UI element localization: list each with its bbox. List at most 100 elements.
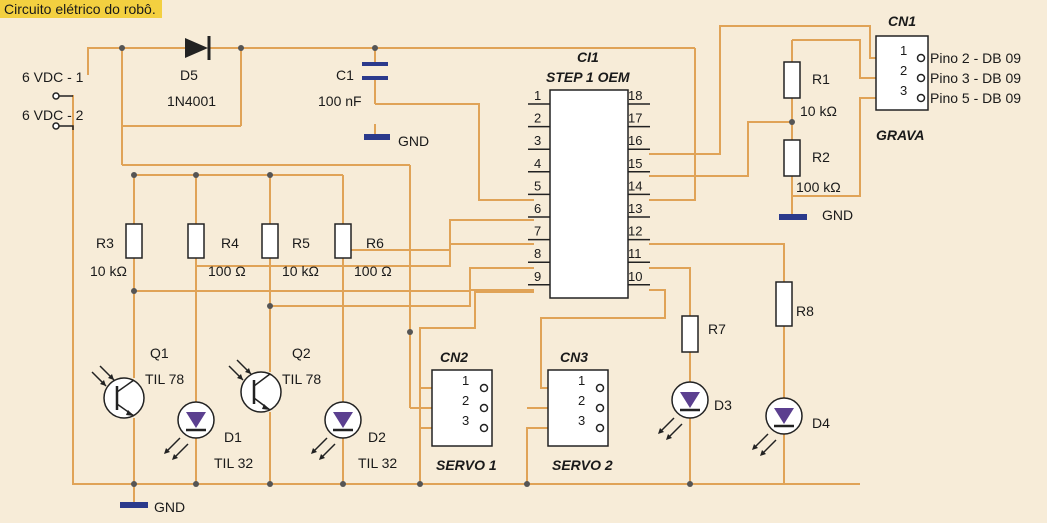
q1-part: TIL 78: [145, 371, 184, 387]
ic-pin-number: 17: [628, 111, 642, 126]
resistor-r3: R3 10 kΩ: [90, 223, 143, 279]
gnd-label-main: GND: [154, 499, 185, 515]
ic-pin-number: 11: [628, 246, 642, 261]
cn2-pin-hole: [479, 423, 489, 433]
cn2-pin-hole: [479, 383, 489, 393]
d3-ref: D3: [714, 397, 732, 413]
r8-ref: R8: [796, 303, 814, 319]
cn2-pin-number: 1: [462, 373, 469, 388]
cn3-pin-number: 2: [578, 393, 585, 408]
cn2-pin-group: 123: [462, 373, 489, 433]
resistor-r8: R8: [775, 281, 814, 327]
ic-pin-number: 9: [534, 269, 541, 284]
ic-pin-number: 14: [628, 178, 642, 193]
ic-pin-number: 18: [628, 88, 642, 103]
cn3-pin-hole: [595, 423, 605, 433]
led-d3: D3: [658, 381, 732, 440]
r2-value: 100 kΩ: [796, 179, 841, 195]
ic-ci1: CI1 STEP 1 OEM 1234567891817161514131211…: [528, 49, 650, 299]
cn1-pin-number: 1: [900, 43, 907, 58]
junction-dots: [119, 45, 795, 487]
cn1-pin-desc: Pino 3 - DB 09: [930, 70, 1021, 86]
power-input-1: 6 VDC - 1: [22, 69, 84, 100]
ic-pin-number: 15: [628, 156, 642, 171]
ic-pin-number: 16: [628, 133, 642, 148]
led-d1: D1 TIL 32: [164, 401, 253, 471]
r5-ref: R5: [292, 235, 310, 251]
d5-ref: D5: [180, 67, 198, 83]
cn2-ref: CN2: [440, 349, 468, 365]
gnd-label-r2: GND: [822, 207, 853, 223]
wires: [72, 25, 906, 504]
cn3-pin-hole: [595, 403, 605, 413]
ic-name: STEP 1 OEM: [546, 69, 630, 85]
d1-ref: D1: [224, 429, 242, 445]
ic-pin-number: 6: [534, 201, 541, 216]
phototransistor-q1: Q1 TIL 78: [91, 345, 184, 419]
cn3-pin-number: 1: [578, 373, 585, 388]
q2-part: TIL 78: [282, 371, 321, 387]
cn1-pin-number: 3: [900, 83, 907, 98]
ic-pin-number: 12: [628, 224, 642, 239]
resistor-r2: R2 100 kΩ GND: [779, 139, 853, 223]
ic-pin-number: 1: [534, 88, 541, 103]
ic-pin-number: 3: [534, 133, 541, 148]
resistor-r5: R5 10 kΩ: [261, 223, 319, 279]
cn1-label: GRAVA: [876, 127, 924, 143]
ic-ref: CI1: [577, 49, 599, 65]
r6-value: 100 Ω: [354, 263, 392, 279]
led-d2: D2 TIL 32: [311, 401, 397, 471]
c1-value: 100 nF: [318, 93, 362, 109]
ic-pin-number: 2: [534, 111, 541, 126]
r4-value: 100 Ω: [208, 263, 246, 279]
ic-pin-number: 4: [534, 156, 541, 171]
cn2-label: SERVO 1: [436, 457, 497, 473]
q2-ref: Q2: [292, 345, 311, 361]
ground-main: GND: [120, 499, 185, 515]
cn3-pin-number: 3: [578, 413, 585, 428]
figure-caption: Circuito elétrico do robô.: [0, 0, 162, 18]
vdc2-label: 6 VDC - 2: [22, 107, 84, 123]
connector-cn2: CN2 123 SERVO 1: [431, 349, 497, 473]
cn3-label: SERVO 2: [552, 457, 613, 473]
cn3-pin-group: 1 2 3: [578, 373, 605, 433]
ic-pin-number: 8: [534, 246, 541, 261]
cn2-pin-hole: [479, 403, 489, 413]
resistor-r6: R6 100 Ω: [334, 223, 392, 279]
resistor-r7: R7: [681, 315, 726, 353]
d1-part: TIL 32: [214, 455, 253, 471]
phototransistor-q2: Q2 TIL 78: [228, 345, 321, 413]
cn1-pin-hole: [916, 73, 926, 83]
r2-ref: R2: [812, 149, 830, 165]
cn2-pin-number: 3: [462, 413, 469, 428]
r7-ref: R7: [708, 321, 726, 337]
led-d4: D4: [752, 397, 830, 456]
d2-part: TIL 32: [358, 455, 397, 471]
cn1-pin-desc: Pino 5 - DB 09: [930, 90, 1021, 106]
vdc1-label: 6 VDC - 1: [22, 69, 84, 85]
ic-pin-number: 5: [534, 178, 541, 193]
q1-ref: Q1: [150, 345, 169, 361]
d2-ref: D2: [368, 429, 386, 445]
ic-pin-number: 7: [534, 224, 541, 239]
connector-cn3: CN3 123 SERVO 2: [547, 349, 613, 473]
cn1-pin-hole: [916, 53, 926, 63]
cn1-ref: CN1: [888, 13, 916, 29]
r3-value: 10 kΩ: [90, 263, 127, 279]
r4-ref: R4: [221, 235, 239, 251]
c1-ref: C1: [336, 67, 354, 83]
gnd-label-c1: GND: [398, 133, 429, 149]
capacitor-c1: C1 100 nF GND: [318, 62, 429, 149]
cn1-pin-number: 2: [900, 63, 907, 78]
r1-value: 10 kΩ: [800, 103, 837, 119]
r3-ref: R3: [96, 235, 114, 251]
resistor-r1: R1 10 kΩ: [783, 61, 837, 119]
r1-ref: R1: [812, 71, 830, 87]
resistor-r4: R4 100 Ω: [187, 223, 246, 279]
d5-part: 1N4001: [167, 93, 216, 109]
cn1-pin-hole: [916, 93, 926, 103]
